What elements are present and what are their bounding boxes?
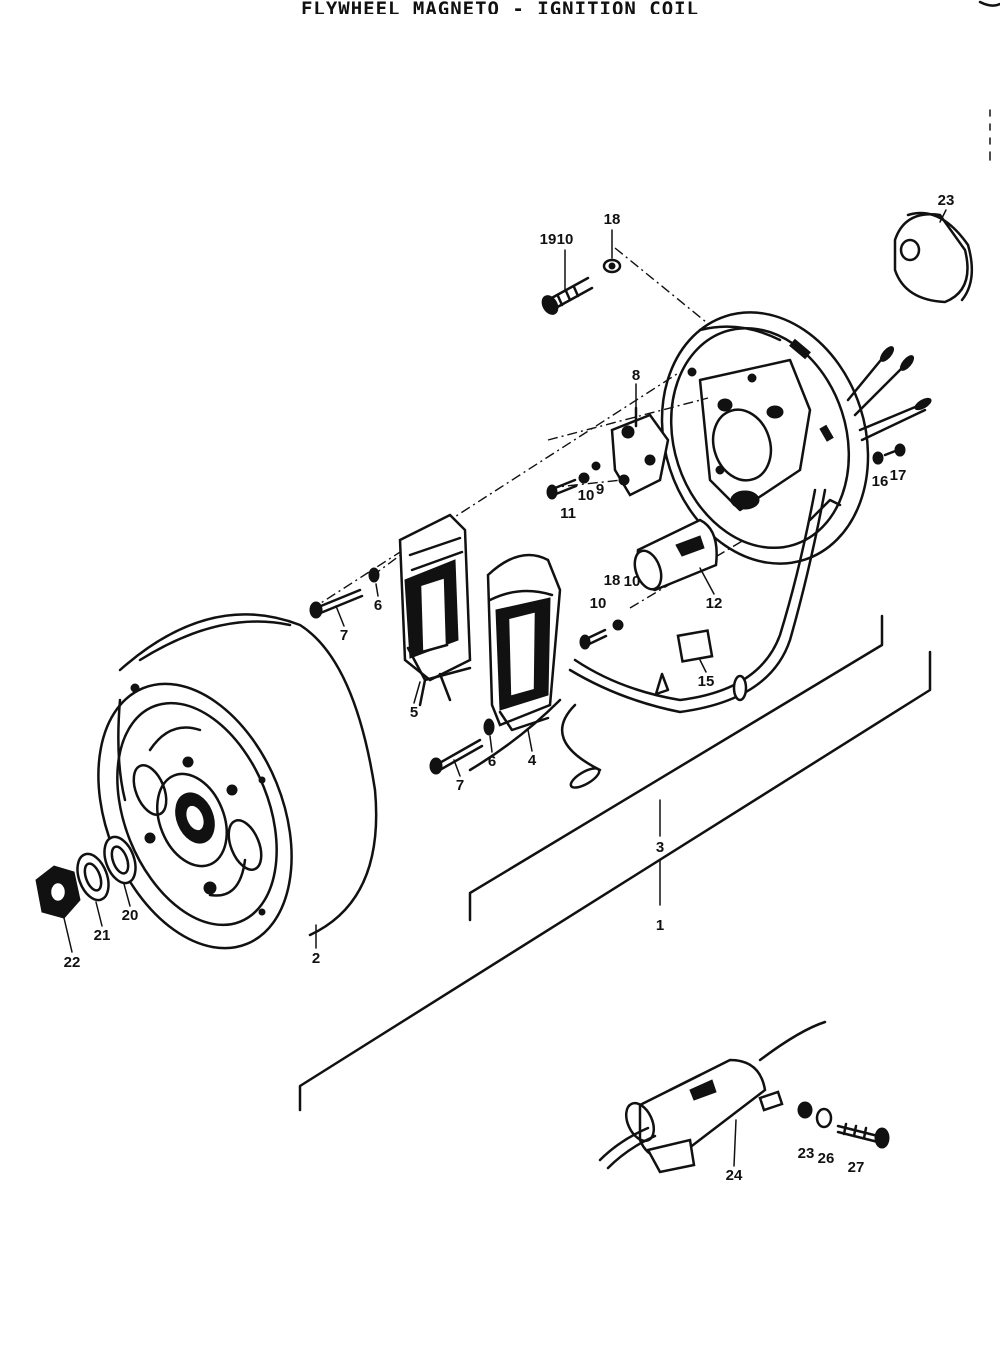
ignition-coil [598, 1020, 827, 1174]
callout-21: 21 [94, 927, 111, 944]
lighting-coil [486, 553, 562, 732]
callout-23a: 23 [938, 192, 955, 209]
callout-10d: 10 [624, 573, 641, 590]
callout-18b: 18 [604, 572, 621, 589]
callout-22: 22 [64, 954, 81, 971]
callout-2: 2 [312, 950, 320, 967]
coil-screws [309, 567, 495, 775]
callout-20: 20 [122, 907, 139, 924]
flywheel-rotor [97, 613, 378, 950]
callout-7a: 7 [340, 627, 348, 644]
callout-6a: 6 [374, 597, 382, 614]
callout-9: 9 [596, 481, 604, 498]
top-screw [541, 258, 622, 315]
callout-4: 4 [528, 752, 537, 769]
coil-mount-hardware [797, 1101, 890, 1149]
diagram-title: FLYWHEEL MAGNETO - IGNITION COIL [300, 0, 700, 14]
callout-23b: 23 [798, 1145, 815, 1162]
callout-15: 15 [698, 673, 715, 690]
condenser [633, 518, 718, 663]
callout-19: 19 [540, 231, 557, 248]
callout-1: 1 [656, 917, 664, 934]
callout-6b: 6 [488, 753, 496, 770]
part-callouts: 1 3 2 4 5 6 6 7 7 8 9 10 10 10 11 12 15 … [64, 192, 955, 1184]
stator-lead-wires [468, 346, 932, 789]
stator-base-plate [660, 311, 870, 565]
callout-11: 11 [560, 505, 576, 522]
callout-26: 26 [818, 1150, 835, 1167]
callout-17: 17 [890, 467, 907, 484]
callout-12: 12 [706, 595, 723, 612]
callout-18a: 18 [604, 211, 621, 228]
callout-7b: 7 [456, 777, 464, 794]
callout-leaders [63, 209, 947, 1167]
rotor-nut-washers [35, 835, 137, 919]
contact-breaker [610, 406, 670, 497]
callout-16: 16 [872, 473, 889, 490]
callout-10c: 10 [590, 595, 607, 612]
grommet [893, 211, 974, 304]
callout-10b: 10 [578, 487, 595, 504]
registration-marks [978, 0, 1000, 161]
callout-27: 27 [848, 1159, 865, 1176]
callout-3: 3 [656, 839, 664, 856]
callout-24: 24 [726, 1167, 743, 1184]
breaker-screws [546, 461, 624, 650]
charging-coil [398, 513, 472, 707]
callout-5: 5 [410, 704, 418, 721]
assembly-brackets [298, 614, 932, 1112]
side-screws [872, 443, 906, 465]
callout-8: 8 [632, 367, 640, 384]
callout-10a: 10 [557, 231, 574, 248]
